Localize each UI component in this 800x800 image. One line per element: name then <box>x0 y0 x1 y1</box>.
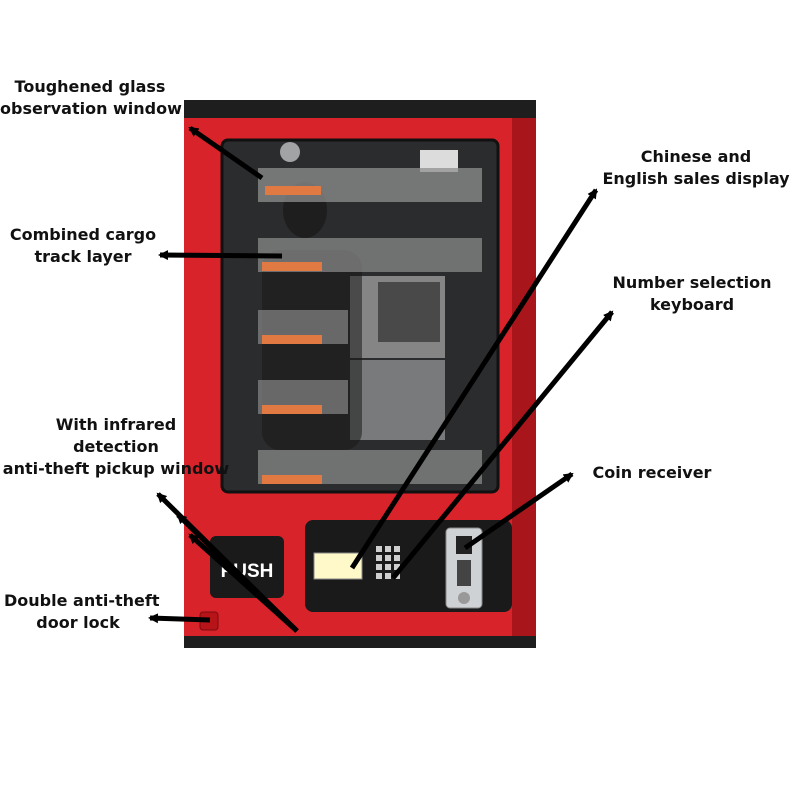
cargo-track <box>258 168 482 202</box>
keypad-key[interactable] <box>376 546 382 552</box>
cargo-track <box>258 310 348 344</box>
top-cap <box>184 100 536 122</box>
machine-side <box>512 118 536 648</box>
label-glass-window: Toughened glass observation window <box>0 77 182 118</box>
push-label: PUSH <box>221 561 274 582</box>
sales-display <box>313 552 363 580</box>
cargo-track <box>258 450 482 484</box>
pickup-window[interactable]: PUSH <box>210 536 284 598</box>
label-keyboard: Number selection keyboard <box>612 273 772 314</box>
keypad-key[interactable] <box>394 573 400 579</box>
keypad-key[interactable] <box>394 564 400 570</box>
label-cargo-track: Combined cargo track layer <box>9 225 157 266</box>
keypad-key[interactable] <box>376 555 382 561</box>
label-sales-display: Chinese and English sales display <box>602 147 790 188</box>
keypad-key[interactable] <box>394 555 400 561</box>
bottom-strip <box>184 636 536 648</box>
label-pickup-window: With infrared detection anti-theft picku… <box>2 415 230 478</box>
keypad-key[interactable] <box>385 546 391 552</box>
label-door-lock: Double anti-theft door lock <box>4 591 160 632</box>
keypad-key[interactable] <box>376 564 382 570</box>
keypad-key[interactable] <box>385 555 391 561</box>
door-lock[interactable] <box>199 611 219 631</box>
control-panel <box>305 520 512 612</box>
cargo-track <box>258 238 482 272</box>
keypad-key[interactable] <box>394 546 400 552</box>
label-coin-receiver: Coin receiver <box>592 463 712 482</box>
cargo-track <box>258 380 348 414</box>
coin-receiver[interactable] <box>445 527 483 609</box>
keypad-key[interactable] <box>385 573 391 579</box>
keypad-key[interactable] <box>385 564 391 570</box>
keypad-key[interactable] <box>376 573 382 579</box>
